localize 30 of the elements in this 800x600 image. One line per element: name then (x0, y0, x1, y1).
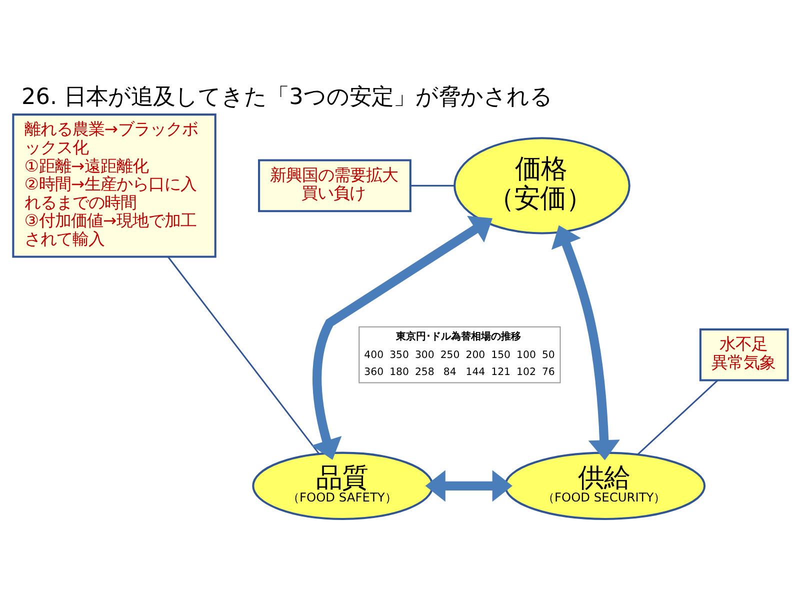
label: 400 (364, 349, 384, 360)
connector (167, 256, 320, 454)
label: 258 (414, 366, 434, 378)
label: 84 (442, 366, 456, 378)
node-box: 離れる農業→ブラックボックス化 ①距離→遠距離化 ②時間→生産から口に入れるまでの時間 ③付加価値→現地で加工されて輸入 (12, 113, 216, 258)
label: 180 (389, 366, 408, 378)
label: 150 (490, 349, 510, 360)
label: 360 (364, 366, 384, 378)
arrow (424, 470, 512, 502)
node-ellipse: 価格 （安価） (453, 136, 630, 234)
node-box: 新興国の需要拡大 買い負け (258, 158, 411, 212)
arrow (550, 224, 620, 460)
label: 300 (414, 349, 434, 360)
arrow (310, 215, 492, 460)
node-box: 水不足 異常気象 (698, 328, 788, 381)
node-ellipse: 供給 （FOOD SECURITY） (504, 451, 706, 520)
label: 50 (541, 349, 554, 360)
label: 76 (541, 366, 554, 378)
label: 350 (389, 349, 408, 360)
label: 東京円･ドル為替相場の推移 (396, 331, 521, 342)
label: 121 (490, 366, 510, 378)
label: 144 (465, 366, 485, 378)
label: 100 (516, 349, 536, 360)
label: 200 (465, 349, 485, 360)
diagram-title: 26. 日本が追及してきた「3つの安定」が脅かされる (21, 84, 552, 110)
connector (636, 379, 718, 455)
label: 250 (440, 349, 460, 360)
connector (410, 184, 454, 186)
node-ellipse: 品質 （FOOD SAFETY） (252, 451, 434, 520)
label: 102 (516, 366, 536, 378)
